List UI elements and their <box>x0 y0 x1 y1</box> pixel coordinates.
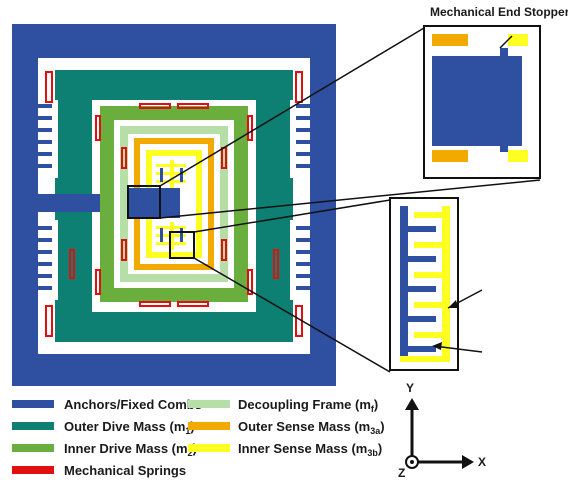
comb-inset <box>389 197 483 371</box>
central-anchor <box>128 188 180 218</box>
end-stoppers-label: Mechanical End Stoppers <box>430 5 568 19</box>
legend-swatch-inner-sense <box>188 444 230 452</box>
right-fixed-comb-fingers <box>296 104 310 290</box>
legend-label-outer-drive: Outer Dive Mass (m1) <box>64 419 195 436</box>
inner-fixed-comb <box>160 168 183 242</box>
mechanical-springs <box>45 71 303 337</box>
legend-swatch-outer-sense <box>188 422 230 430</box>
left-fixed-comb-fingers <box>38 104 52 290</box>
legend-label-inner-drive: Inner Drive Mass (m2) <box>64 441 197 458</box>
zoom-box-combs <box>169 231 195 259</box>
axis-z-label: Z <box>398 466 405 480</box>
legend-label-springs: Mechanical Springs <box>64 463 186 478</box>
coordinate-axes: Y X Z <box>398 381 486 480</box>
legend-label-inner-sense: Inner Sense Mass (m3b) <box>238 441 382 458</box>
legend-label-decoupling: Decoupling Frame (mf) <box>238 397 378 414</box>
legend-swatch-springs <box>12 466 54 474</box>
device-layout <box>12 24 336 386</box>
legend-swatch-inner-drive <box>12 444 54 452</box>
legend-swatch-outer-drive <box>12 422 54 430</box>
axis-x-label: X <box>478 455 486 469</box>
legend: Anchors/Fixed Combs Decoupling Frame (mf… <box>12 397 385 478</box>
zoom-box-stoppers <box>127 185 161 219</box>
legend-label-anchors: Anchors/Fixed Combs <box>64 397 202 412</box>
axis-y-label: Y <box>406 381 414 395</box>
legend-swatch-anchors <box>12 400 54 408</box>
end-stoppers-inset: Mechanical End Stoppers <box>423 5 568 179</box>
zoom-connectors <box>159 27 541 373</box>
legend-swatch-decoupling <box>188 400 230 408</box>
legend-label-outer-sense: Outer Sense Mass (m3a) <box>238 419 385 436</box>
